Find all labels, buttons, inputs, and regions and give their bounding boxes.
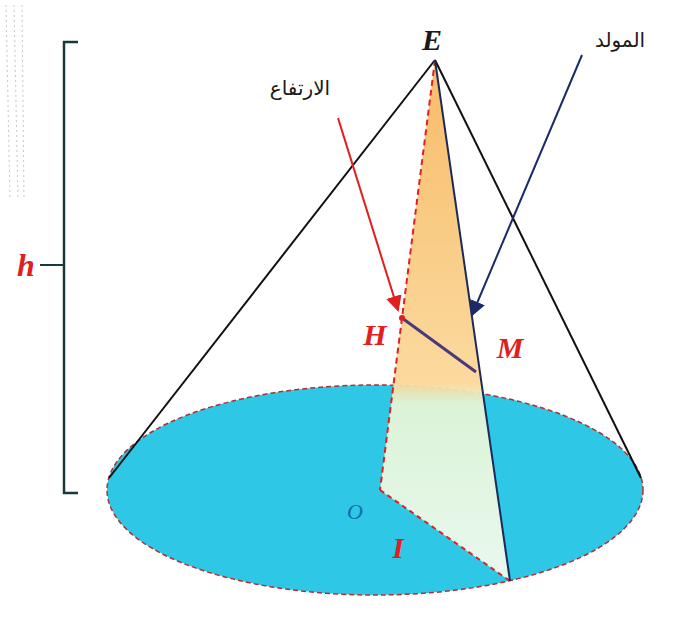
bracket-tick bbox=[40, 264, 64, 266]
point-label: H bbox=[363, 320, 386, 350]
point-label: M bbox=[497, 333, 524, 363]
leader-arrow bbox=[338, 118, 398, 310]
point-label: O bbox=[347, 501, 363, 523]
edge-texture bbox=[6, 5, 24, 200]
cone-base bbox=[107, 385, 643, 595]
cone-side bbox=[109, 60, 435, 478]
slant-line bbox=[435, 60, 510, 581]
point-label: E bbox=[422, 25, 442, 55]
point bbox=[399, 315, 405, 321]
generatrix-label: المولد bbox=[595, 30, 645, 50]
radius-line bbox=[380, 490, 510, 581]
height-symbol: h bbox=[17, 249, 35, 281]
height-label: الارتفاع bbox=[270, 78, 330, 98]
height-line bbox=[380, 60, 435, 490]
leader-arrow bbox=[472, 55, 582, 315]
height-bracket bbox=[64, 42, 78, 493]
segment-hm bbox=[402, 318, 476, 372]
axial-triangle bbox=[380, 60, 510, 581]
point-label: I bbox=[392, 533, 404, 563]
